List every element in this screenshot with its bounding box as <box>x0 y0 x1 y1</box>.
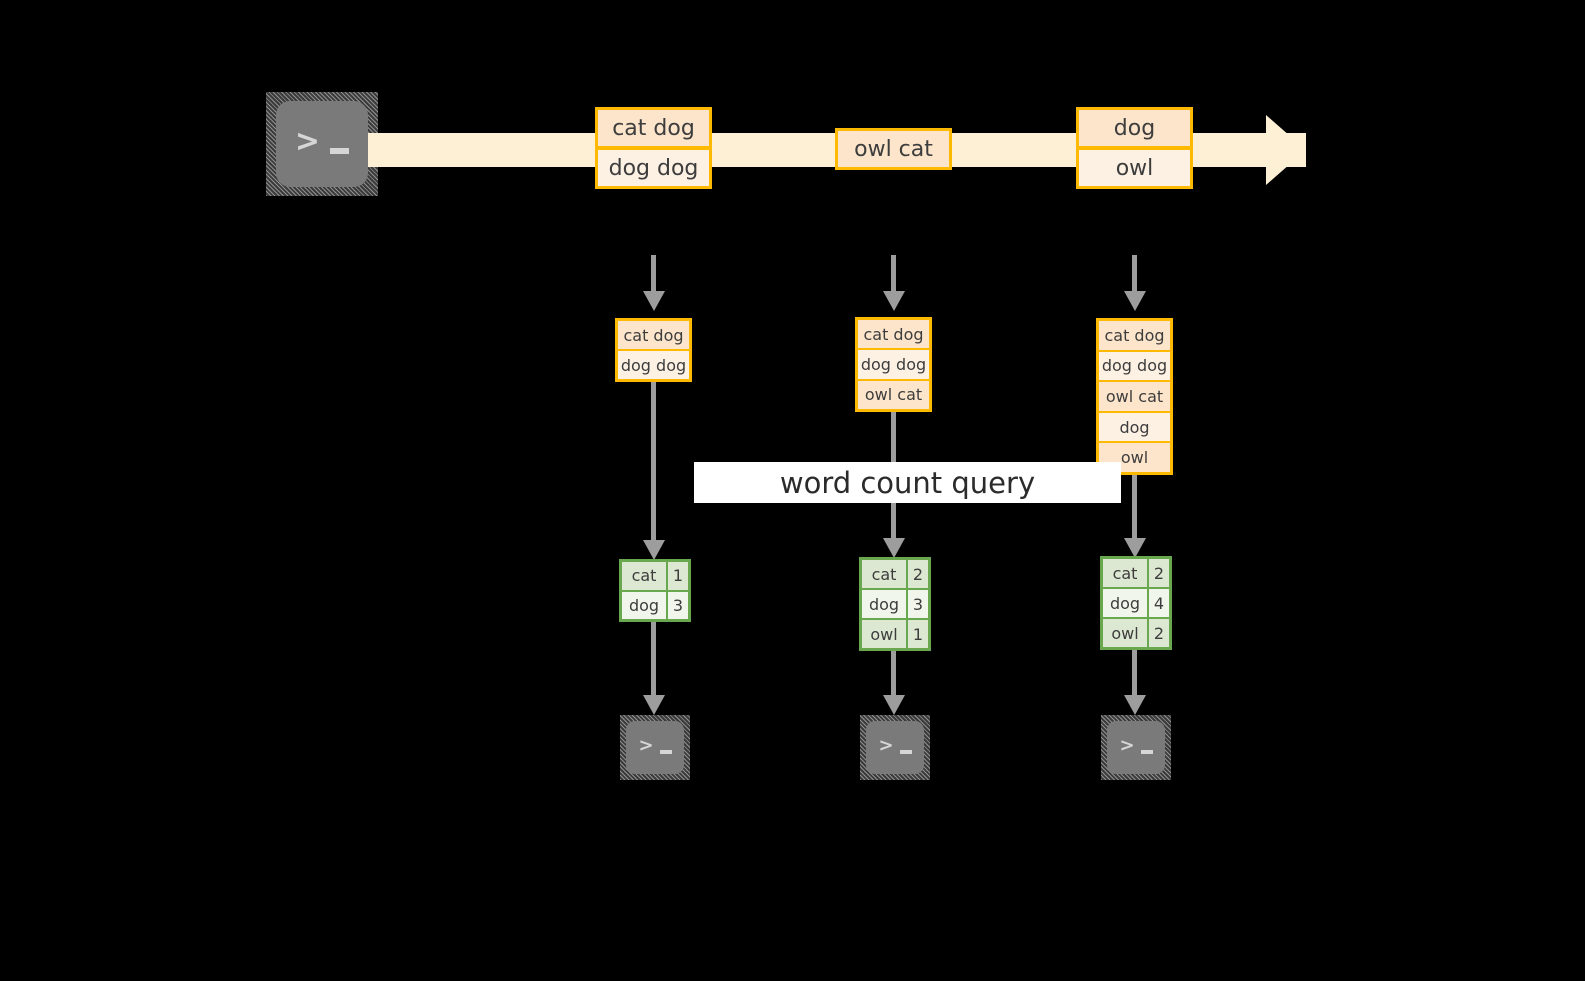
snapshot-records-3: cat dog dog dog owl cat dog owl <box>1096 318 1173 475</box>
stream-record: owl <box>1076 147 1193 189</box>
stream-record: cat dog <box>595 107 712 149</box>
table-row: cat 1 <box>622 562 688 592</box>
sink-terminal-icon-3: > <box>1101 715 1171 780</box>
result-word: cat <box>1103 559 1149 587</box>
stream-to-snapshot-connector <box>1132 255 1137 291</box>
result-word: cat <box>862 560 908 588</box>
stream-record: dog <box>1076 107 1193 149</box>
result-word: owl <box>1103 619 1149 647</box>
result-table-3: cat 2 dog 4 owl 2 <box>1100 556 1172 650</box>
snapshot-record: cat dog <box>1099 321 1170 352</box>
terminal-prompt-glyph: > <box>294 124 321 159</box>
result-count: 1 <box>668 562 688 590</box>
terminal-caret-icon <box>659 749 672 754</box>
table-row: cat 2 <box>1103 559 1169 589</box>
query-arrowhead-3 <box>1124 538 1146 558</box>
result-to-sink-arrowhead-1 <box>643 695 665 715</box>
query-connector-1 <box>651 382 656 544</box>
table-row: cat 2 <box>862 560 928 590</box>
terminal-screen <box>866 721 924 774</box>
stream-record: owl cat <box>835 128 952 170</box>
result-table-2: cat 2 dog 3 owl 1 <box>859 557 931 651</box>
terminal-caret-icon <box>1140 749 1153 754</box>
result-count: 1 <box>908 620 928 648</box>
snapshot-records-2: cat dog dog dog owl cat <box>855 317 932 412</box>
sink-terminal-icon-2: > <box>860 715 930 780</box>
result-to-sink-connector-1 <box>651 622 656 699</box>
query-arrowhead-2 <box>883 538 905 558</box>
result-count: 3 <box>908 590 928 618</box>
stream-to-snapshot-arrowhead <box>883 291 905 311</box>
result-count: 2 <box>1149 619 1169 647</box>
result-count: 2 <box>1149 559 1169 587</box>
terminal-screen <box>1107 721 1165 774</box>
stream-to-snapshot-arrowhead <box>1124 291 1146 311</box>
result-word: dog <box>862 590 908 618</box>
snapshot-record: dog dog <box>618 351 689 379</box>
record-stream-arrowhead <box>1266 115 1306 185</box>
snapshot-record: cat dog <box>858 320 929 351</box>
terminal-caret-icon <box>899 749 912 754</box>
query-connector-3 <box>1132 475 1137 542</box>
terminal-screen <box>276 101 368 187</box>
terminal-caret-icon <box>330 148 350 154</box>
result-to-sink-connector-2 <box>891 651 896 699</box>
table-row: dog 3 <box>862 590 928 620</box>
query-caption: word count query <box>694 462 1121 503</box>
stream-record: dog dog <box>595 147 712 189</box>
result-word: cat <box>622 562 668 590</box>
result-to-sink-arrowhead-2 <box>883 695 905 715</box>
terminal-prompt-glyph: > <box>1119 735 1135 756</box>
table-row: dog 3 <box>622 591 688 619</box>
snapshot-record: owl cat <box>1099 382 1170 413</box>
terminal-prompt-glyph: > <box>638 735 654 756</box>
table-row: owl 2 <box>1103 619 1169 647</box>
snapshot-record: dog dog <box>858 350 929 381</box>
snapshot-record: dog <box>1099 412 1170 444</box>
sink-terminal-icon-1: > <box>620 715 690 780</box>
result-count: 4 <box>1149 589 1169 617</box>
query-arrowhead-1 <box>643 540 665 560</box>
result-word: owl <box>862 620 908 648</box>
result-to-sink-arrowhead-3 <box>1124 695 1146 715</box>
result-count: 2 <box>908 560 928 588</box>
table-row: dog 4 <box>1103 589 1169 619</box>
snapshot-records-1: cat dog dog dog <box>615 318 692 382</box>
stream-to-snapshot-connector <box>651 255 656 291</box>
stream-to-snapshot-arrowhead <box>643 291 665 311</box>
snapshot-record: cat dog <box>618 321 689 351</box>
result-word: dog <box>622 591 668 619</box>
table-row: owl 1 <box>862 620 928 648</box>
terminal-prompt-glyph: > <box>878 735 894 756</box>
source-terminal-icon: > <box>266 92 378 196</box>
stream-to-snapshot-connector <box>891 255 896 291</box>
result-table-1: cat 1 dog 3 <box>619 559 691 622</box>
result-word: dog <box>1103 589 1149 617</box>
result-count: 3 <box>668 591 688 619</box>
snapshot-record: owl cat <box>858 380 929 409</box>
result-to-sink-connector-3 <box>1132 650 1137 699</box>
snapshot-record: dog dog <box>1099 351 1170 383</box>
terminal-screen <box>626 721 684 774</box>
